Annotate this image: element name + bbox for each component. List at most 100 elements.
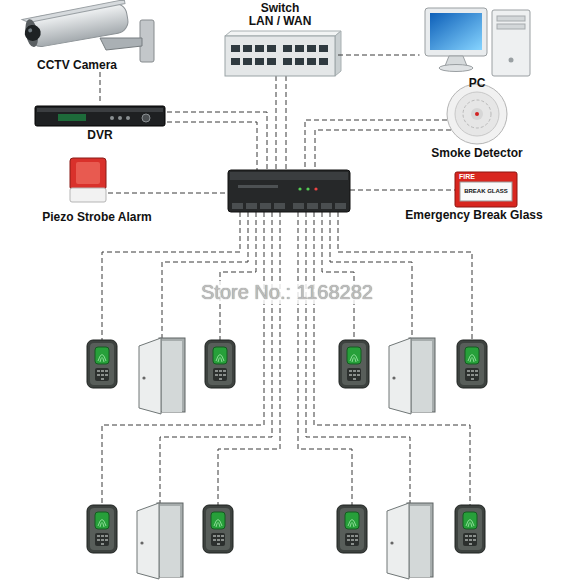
access-controller xyxy=(228,170,350,212)
network-switch xyxy=(319,45,328,52)
device-node: DVR xyxy=(35,104,165,142)
device-marking: FIRE xyxy=(459,173,475,181)
reader-door-group xyxy=(339,340,369,388)
dashed-connector xyxy=(338,55,420,56)
reader-door-group xyxy=(137,503,183,579)
icon-space xyxy=(280,28,281,76)
cctv-camera xyxy=(100,38,142,50)
network-switch xyxy=(335,31,341,76)
network-switch xyxy=(243,58,252,65)
icon-space xyxy=(477,2,478,76)
dvr-recorder xyxy=(110,116,114,120)
break-glass-unit xyxy=(460,182,512,201)
reader-door-group xyxy=(87,340,117,388)
reader-door-group xyxy=(87,505,117,553)
access-controller xyxy=(274,203,285,209)
dvr-recorder xyxy=(142,114,150,122)
network-switch xyxy=(255,45,264,52)
network-switch xyxy=(307,58,316,65)
strobe-alarm xyxy=(70,158,106,202)
network-switch xyxy=(283,45,292,52)
access-controller xyxy=(246,203,257,209)
dashed-wire xyxy=(108,193,228,194)
dvr-recorder xyxy=(126,116,130,120)
reader-door-group xyxy=(337,505,367,553)
icon-space xyxy=(477,84,478,146)
device-node: PC xyxy=(420,2,535,90)
pc-computer xyxy=(425,8,530,76)
icon-space xyxy=(100,104,101,128)
dvr-recorder xyxy=(58,114,86,121)
access-controller xyxy=(306,187,309,190)
cctv-camera xyxy=(28,28,33,33)
network-switch xyxy=(225,36,335,76)
dvr-recorder xyxy=(118,116,122,120)
pc-computer xyxy=(497,16,525,21)
watermark: Store No.: 1168282 xyxy=(198,281,376,304)
smoke-detector xyxy=(463,100,491,128)
device-label: DVR xyxy=(87,128,112,142)
reader-door-group xyxy=(387,503,433,579)
reader-door-group xyxy=(205,340,235,388)
device-label: PC xyxy=(469,76,486,90)
network-switch xyxy=(267,45,276,52)
dashed-wire xyxy=(167,112,267,170)
network-switch xyxy=(231,58,240,65)
access-controller xyxy=(293,203,304,209)
strobe-alarm xyxy=(70,158,106,190)
smoke-detector xyxy=(471,108,483,120)
network-switch xyxy=(225,31,341,36)
reader-door-group xyxy=(457,340,487,388)
cctv-camera xyxy=(22,0,125,24)
reader-door-group xyxy=(455,505,485,553)
network-switch xyxy=(307,45,316,52)
pc-computer xyxy=(425,8,487,56)
break-glass-unit xyxy=(455,172,517,207)
icon-space xyxy=(77,2,78,58)
device-node: Smoke Detector xyxy=(422,84,532,160)
dashed-wire xyxy=(220,212,256,340)
dashed-wire xyxy=(162,212,248,338)
cctv-camera xyxy=(22,0,130,49)
dashed-wire xyxy=(315,130,451,170)
access-controller xyxy=(238,185,278,188)
icon-space xyxy=(97,156,98,210)
network-switch xyxy=(225,31,341,76)
dashed-wire xyxy=(350,190,455,191)
access-controller xyxy=(232,203,243,209)
smoke-detector xyxy=(447,84,507,144)
device-node: Piezo Strobe Alarm xyxy=(37,156,157,224)
device-label: Switch LAN / WAN xyxy=(248,2,313,28)
dashed-wire xyxy=(102,76,472,505)
access-controller xyxy=(230,172,348,180)
dvr-recorder xyxy=(37,108,163,112)
network-switch xyxy=(243,45,252,52)
access-controller xyxy=(314,187,317,190)
network-switch xyxy=(231,45,240,52)
network-switch xyxy=(267,58,276,65)
network-switch xyxy=(319,58,328,65)
access-controller xyxy=(260,203,271,209)
access-controller xyxy=(321,203,332,209)
dashed-wire xyxy=(102,212,264,505)
network-switch xyxy=(295,45,304,52)
network-switch xyxy=(255,58,264,65)
access-controller xyxy=(298,187,301,190)
dashed-wire xyxy=(305,120,447,170)
network-switch xyxy=(231,45,328,65)
dashed-connector xyxy=(100,72,101,104)
dashed-wire xyxy=(330,212,412,338)
device-label: Smoke Detector xyxy=(431,146,522,160)
reader-door-group xyxy=(203,505,233,553)
dashed-wire xyxy=(338,212,472,340)
reader-door-group xyxy=(139,338,185,414)
dashed-wire xyxy=(167,122,257,170)
pc-computer xyxy=(497,24,525,29)
break-glass-unit xyxy=(455,172,517,207)
pc-computer xyxy=(509,58,514,63)
strobe-alarm xyxy=(76,162,100,184)
access-controller xyxy=(228,170,350,212)
access-controller xyxy=(335,203,346,209)
access-controller xyxy=(307,203,318,209)
